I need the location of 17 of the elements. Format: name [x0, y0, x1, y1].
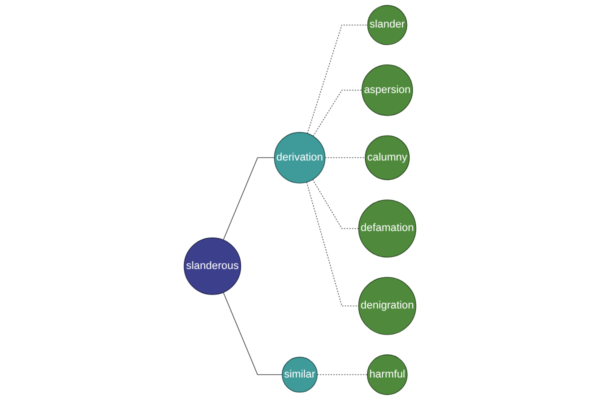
node-circle: derivation	[274, 132, 326, 184]
connector	[222, 292, 282, 375]
node-circle: slander	[367, 5, 408, 46]
node-circle: defamation	[358, 200, 416, 258]
connector	[324, 157, 366, 158]
node-circle: harmful	[366, 354, 408, 395]
connector	[312, 179, 359, 229]
node-circle: denigration	[358, 276, 416, 335]
node-circle: calumny	[364, 135, 410, 180]
connector	[316, 374, 368, 375]
connector	[306, 182, 359, 306]
node-circle: aspersion	[362, 64, 413, 116]
connector	[307, 24, 368, 134]
node-circle: slanderous	[184, 238, 242, 295]
node-circle: similar	[282, 356, 318, 393]
connector	[312, 90, 362, 137]
connector	[222, 157, 275, 240]
